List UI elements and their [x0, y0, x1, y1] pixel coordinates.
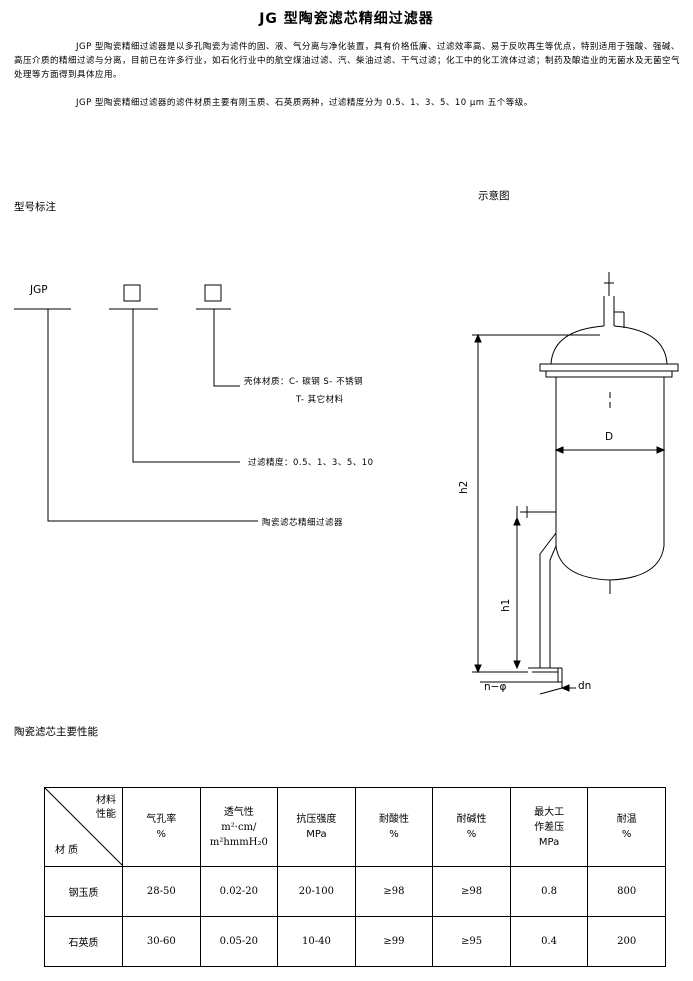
corner-bottom-label: 材 质 — [55, 845, 79, 856]
table-row: 钢玉质 28-50 0.02-20 20-100 ≥98 ≥98 0.8 800 — [44, 866, 666, 917]
column-header-max-pressure-diff: 最大工 作差压 MPa — [509, 787, 589, 867]
table-header-row: 材料 性能 材 质 气孔率 % 透气性 m²·cm/ m²hmmH₂0 抗压强度… — [44, 787, 666, 867]
table-cell: 10-40 — [277, 916, 356, 967]
table-cell: 200 — [587, 916, 666, 967]
column-header-temperature: 耐温 % — [587, 787, 666, 867]
column-header-compressive-strength: 抗压强度 MPa — [277, 787, 356, 867]
column-header-permeability: 透气性 m²·cm/ m²hmmH₂0 — [199, 787, 279, 867]
shell-material-label-2: T- 其它材料 — [296, 395, 344, 405]
table-cell: 0.05-20 — [199, 916, 279, 967]
table-cell: ≥99 — [354, 916, 434, 967]
intro-paragraph-1: JGP 型陶瓷精细过滤器是以多孔陶瓷为滤件的固、液、气分离与净化装置，具有价格低… — [14, 42, 681, 80]
table-cell: 20-100 — [277, 866, 356, 917]
intro-paragraph-2: JGP 型陶瓷精细过滤器的滤件材质主要有刚玉质、石英质两种，过滤精度分为 0.5… — [76, 98, 533, 108]
corner-header-cell: 材料 性能 材 质 — [44, 787, 123, 867]
dimension-lines — [472, 333, 666, 692]
row-material-name: 石英质 — [44, 916, 123, 967]
corner-top-label-1: 材料 — [96, 795, 116, 806]
precision-label: 过滤精度：0.5、1、3、5、10 — [248, 458, 374, 468]
diameter-label: D — [605, 431, 614, 443]
shell-material-box — [123, 284, 141, 302]
table-cell: 30-60 — [122, 916, 201, 967]
table-cell: 0.8 — [509, 866, 589, 917]
filter-type-label: 陶瓷滤芯精细过滤器 — [262, 518, 344, 528]
column-header-acid-resistance: 耐酸性 % — [354, 787, 434, 867]
schematic-heading: 示意图 — [478, 190, 510, 202]
column-header-porosity: 气孔率 % — [122, 787, 201, 867]
table-row: 石英质 30-60 0.05-20 10-40 ≥99 ≥95 0.4 200 — [44, 916, 666, 967]
table-cell: 800 — [587, 866, 666, 917]
table-cell: 0.4 — [509, 916, 589, 967]
performance-table: 材料 性能 材 质 气孔率 % 透气性 m²·cm/ m²hmmH₂0 抗压强度… — [44, 787, 666, 967]
table-cell: ≥95 — [432, 916, 511, 967]
shell-material-label: 壳体材质：C- 碳钢 S- 不锈钢 — [244, 377, 364, 387]
model-section-heading: 型号标注 — [14, 201, 56, 213]
table-cell: ≥98 — [432, 866, 511, 917]
model-designation-lines — [14, 284, 258, 522]
page-title: JG 型陶瓷滤芯精细过滤器 — [259, 11, 434, 27]
corner-top-label-2: 性能 — [96, 809, 116, 820]
row-material-name: 钢玉质 — [44, 866, 123, 917]
table-cell: 0.02-20 — [199, 866, 279, 917]
column-header-alkali-resistance: 耐碱性 % — [432, 787, 511, 867]
performance-heading: 陶瓷滤芯主要性能 — [14, 726, 98, 738]
table-cell: ≥98 — [354, 866, 434, 917]
precision-box — [204, 284, 222, 302]
model-code: JGP — [30, 284, 48, 296]
dn-label: dn — [578, 680, 592, 692]
n-phi-label: n−φ — [484, 681, 507, 693]
vessel-outline — [480, 272, 679, 695]
table-cell: 28-50 — [122, 866, 201, 917]
